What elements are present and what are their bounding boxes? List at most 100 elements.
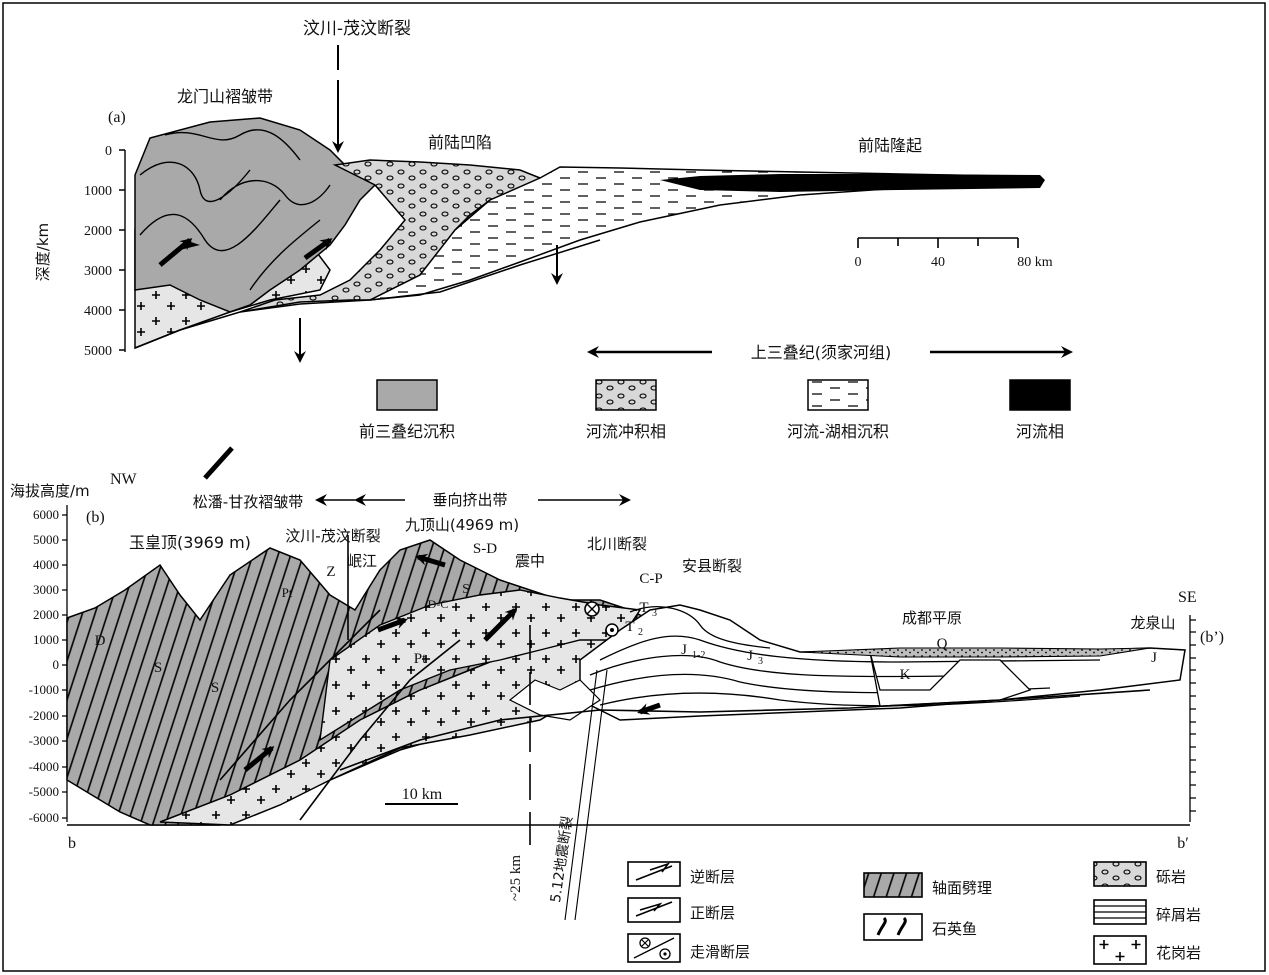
jiudingshan-label: 九顶山(4969 m) <box>405 516 519 534</box>
alt-tick-2000: 2000 <box>33 607 59 622</box>
b-prime-tag: (b’) <box>1200 629 1224 646</box>
triassic-label: 上三叠纪(须家河组) <box>751 343 892 362</box>
alt-tick-m5000: -5000 <box>29 784 59 799</box>
alt-axis-label: 海拔高度/m <box>10 482 90 500</box>
unit-Z: Z <box>326 564 335 580</box>
unit-J: J <box>1151 650 1157 666</box>
unit-T3-sub: 3 <box>652 608 657 619</box>
legend-b: 逆断层 正断层 走滑断层 轴面劈理 石英鱼 砾岩 碎屑岩 花岗岩 <box>628 862 1201 964</box>
bulge-label: 前陆隆起 <box>858 136 922 155</box>
unit-DC: D-C <box>428 597 449 611</box>
depth-ticks: 0 1000 2000 3000 4000 5000 <box>84 144 125 359</box>
songpan-label: 松潘-甘孜褶皱带 <box>193 493 303 511</box>
fault-label-top: 汶川-茂汶断裂 <box>303 19 411 39</box>
unit-CP: C-P <box>639 571 662 587</box>
minjiang-label: 岷江 <box>347 552 377 570</box>
beichuan-label: 北川断裂 <box>587 535 647 553</box>
legend-label-clastic: 碎屑岩 <box>1156 906 1201 924</box>
legend-swatch-dashes <box>808 380 868 410</box>
scalebar-tick-80: 80 km <box>1017 255 1053 270</box>
b-right-label: b′ <box>1177 835 1189 852</box>
unit-J3-sub: 3 <box>758 656 763 667</box>
legend-label-pretriassic: 前三叠纪沉积 <box>359 422 455 441</box>
depth-tick-5: 5000 <box>84 344 112 359</box>
legend-a: 前三叠纪沉积 河流冲积相 河流-湖相沉积 河流相 <box>359 380 1070 441</box>
fluvial-black-a <box>660 174 1045 192</box>
depth-tick-0: 0 <box>105 144 112 159</box>
scalebar-tick-40: 40 <box>931 255 945 270</box>
extrusion-label: 垂向挤出带 <box>432 491 507 509</box>
legend-swatch-cleavage <box>864 873 922 897</box>
panel-b: 海拔高度/m NW (b) 松潘-甘孜褶皱带 垂向挤出带 6000 5000 4… <box>10 471 1224 964</box>
unit-J3: J <box>747 648 753 664</box>
se-label: SE <box>1178 589 1197 606</box>
unit-T3: T <box>639 600 648 616</box>
alt-tick-m4000: -4000 <box>29 759 59 774</box>
alt-tick-4000: 4000 <box>33 557 59 572</box>
legend-swatch-black <box>1010 380 1070 410</box>
legend-label-thrust: 逆断层 <box>690 868 735 886</box>
unit-T2: T <box>625 619 634 635</box>
longquan-label: 龙泉山 <box>1130 614 1175 632</box>
panel-b-tag: (b) <box>86 509 105 526</box>
panel-a: 汶川-茂汶断裂 龙门山褶皱带 (a) 前陆凹陷 前陆隆起 深度/km 0 100… <box>34 19 1070 441</box>
legend-swatch-quartz-fish <box>864 914 922 940</box>
b-left-label: b <box>68 835 76 852</box>
unit-S3: S <box>462 582 470 597</box>
quake-fault-label: 5.12地震断裂 <box>548 815 576 904</box>
legend-swatch-gray <box>377 380 437 410</box>
unit-J12-sub: 1-2 <box>692 650 705 661</box>
depth-25km-label: ~25 km <box>508 855 524 901</box>
alt-tick-6000: 6000 <box>33 507 59 522</box>
legend-label-conglomerate: 砾岩 <box>1156 868 1186 886</box>
altitude-axis: 6000 5000 4000 3000 2000 1000 0 -1000 -2… <box>29 505 67 825</box>
unit-J12: J <box>681 642 687 658</box>
unit-SD: S-D <box>473 541 497 557</box>
legend-label-alluvial: 河流冲积相 <box>586 422 666 441</box>
depth-tick-2: 2000 <box>84 224 112 239</box>
unit-S1: S <box>154 660 162 676</box>
alt-tick-m1000: -1000 <box>29 682 59 697</box>
panel-a-tag: (a) <box>108 109 126 126</box>
panel-divider-stroke <box>205 448 232 478</box>
unit-Q: Q <box>937 636 948 652</box>
belt-label: 龙门山褶皱带 <box>177 87 273 106</box>
unit-T2-sub: 2 <box>638 627 643 638</box>
zhenzhong-label: 震中 <box>515 552 545 570</box>
alt-tick-3000: 3000 <box>33 582 59 597</box>
depth-axis-label: 深度/km <box>34 223 52 281</box>
chengdu-label: 成都平原 <box>902 609 962 627</box>
legend-label-cleavage: 轴面劈理 <box>932 879 992 897</box>
unit-Pt1: Pt <box>282 585 293 600</box>
legend-label-lacustrine: 河流-湖相沉积 <box>787 422 889 441</box>
unit-D: D <box>95 633 106 649</box>
scale-10km-label: 10 km <box>402 786 443 803</box>
wenchuan-label: 汶川-茂汶断裂 <box>285 527 380 545</box>
unit-Pt2: Pt <box>414 651 427 667</box>
anxian-label: 安县断裂 <box>682 557 742 575</box>
legend-swatch-conglomerate <box>1094 862 1146 886</box>
alt-tick-m2000: -2000 <box>29 708 59 723</box>
yuhuangding-label: 玉皇顶(3969 m) <box>129 533 251 552</box>
depth-tick-1: 1000 <box>84 184 112 199</box>
legend-label-quartz-fish: 石英鱼 <box>932 920 977 938</box>
legend-label-normal: 正断层 <box>690 904 735 922</box>
legend-label-fluvial: 河流相 <box>1016 422 1064 441</box>
nw-label: NW <box>110 471 138 488</box>
legend-label-strike-slip: 走滑断层 <box>690 943 750 961</box>
right-axis <box>1190 615 1196 822</box>
alt-tick-m6000: -6000 <box>29 810 59 825</box>
unit-S2: S <box>211 680 219 696</box>
scalebar-tick-0: 0 <box>855 255 862 270</box>
foredeep-label: 前陆凹陷 <box>428 133 492 152</box>
strike-slip-symbol-2-dot <box>610 628 614 632</box>
scalebar-a: 0 40 80 km <box>855 238 1053 270</box>
legend-swatch-dots <box>596 380 656 410</box>
alt-tick-m3000: -3000 <box>29 733 59 748</box>
alt-tick-5000: 5000 <box>33 532 59 547</box>
alt-tick-0: 0 <box>53 657 60 672</box>
legend-swatch-thrust <box>628 862 680 886</box>
depth-tick-4: 4000 <box>84 304 112 319</box>
alt-tick-1000: 1000 <box>33 632 59 647</box>
